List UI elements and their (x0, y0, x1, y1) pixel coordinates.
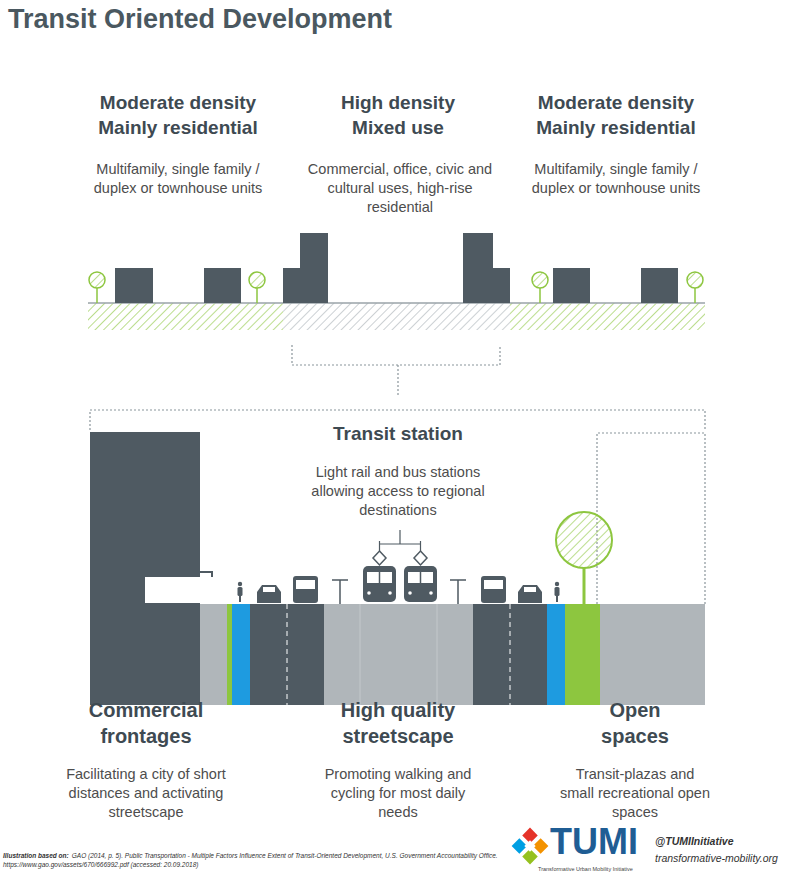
feature-description: Transit-plazas and small recreational op… (560, 765, 710, 822)
feature-heading: Open spaces (590, 697, 680, 749)
feature-description: Promoting walking and cycling for most d… (316, 765, 481, 822)
logo-wordmark: TUMI (550, 822, 638, 862)
social-handle: @TUMIInitiative (655, 834, 734, 848)
vehicles (238, 512, 613, 604)
title: Transit Oriented Development (8, 2, 392, 36)
station-heading: Transit station (298, 421, 498, 446)
source-text: GAO (2014, p. 5). Public Transportation … (3, 852, 498, 868)
source-label: Illustration based on: (3, 852, 69, 859)
station-description: Light rail and bus stations allowing acc… (293, 463, 503, 520)
feature-heading: Commercial frontages (71, 697, 221, 749)
source-note: Illustration based on:GAO (2014, p. 5). … (3, 851, 508, 869)
zone-description: Multifamily, single family / duplex or t… (530, 160, 702, 198)
zone-heading: Moderate density Mainly residential (516, 90, 716, 140)
zone-description: Multifamily, single family / duplex or t… (92, 160, 264, 198)
logo-mark (512, 828, 549, 865)
zone-heading: High density Mixed use (318, 90, 478, 140)
website: transformative-mobility.org (655, 851, 778, 865)
feature-description: Facilitating a city of short distances a… (57, 765, 235, 822)
street-section (90, 432, 705, 705)
skyline (88, 233, 705, 330)
zone-description: Commercial, office, civic and cultural u… (305, 160, 495, 217)
feature-heading: High quality streetscape (309, 697, 487, 749)
logo-subtitle: Transformative Urban Mobility Initiative (538, 866, 633, 873)
zone-heading: Moderate density Mainly residential (78, 90, 278, 140)
